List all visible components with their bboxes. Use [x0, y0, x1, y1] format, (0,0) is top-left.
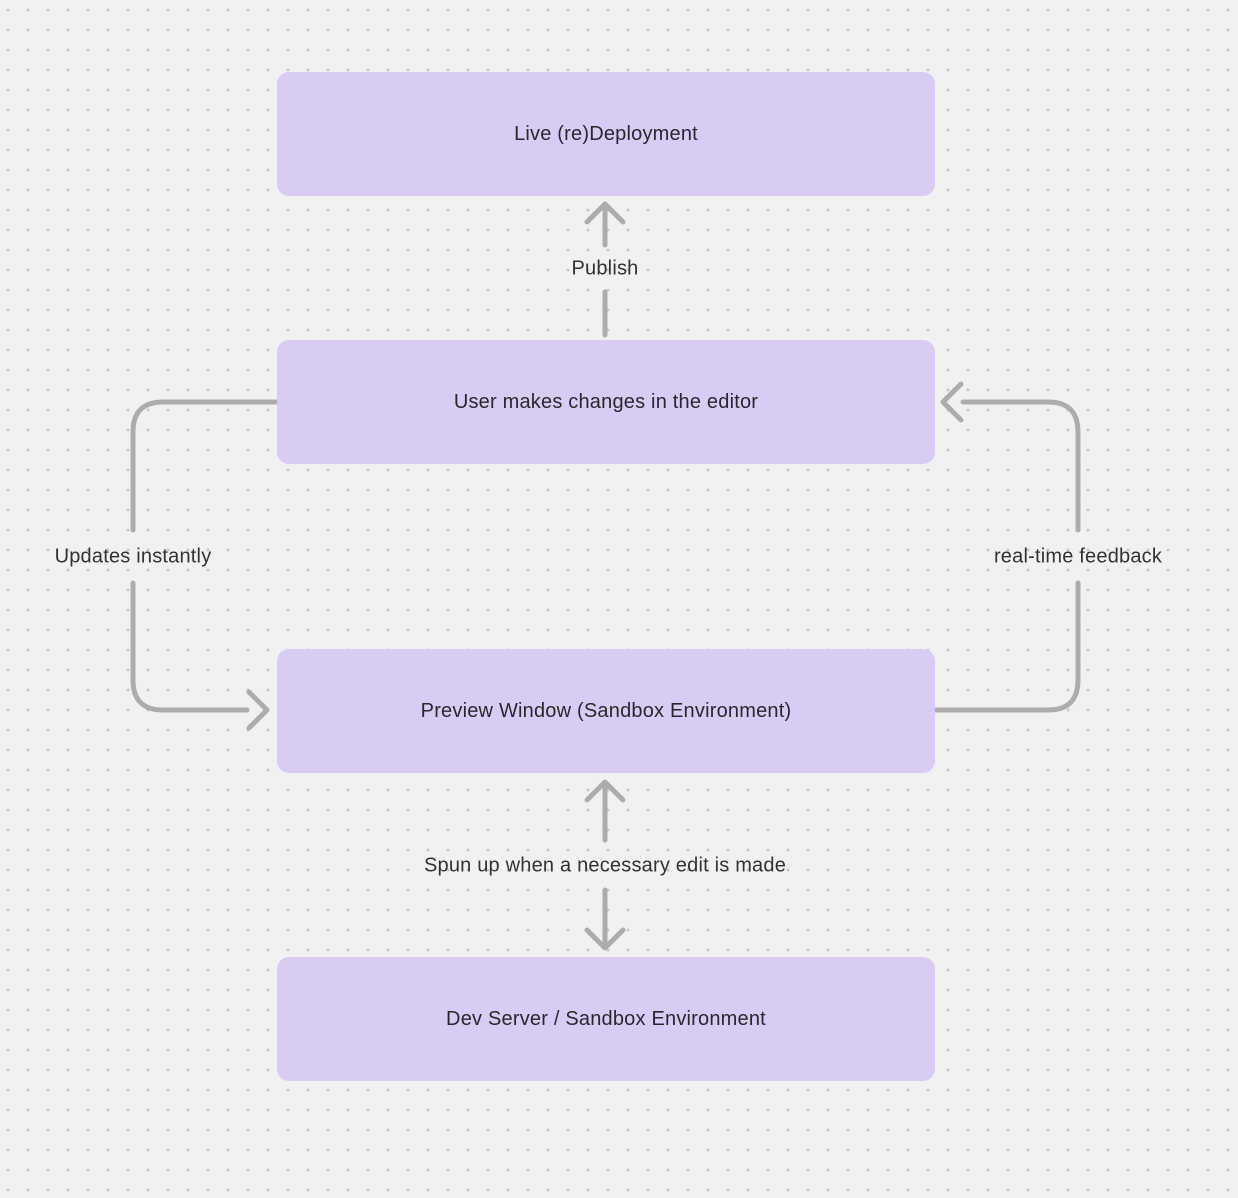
- node-live-redeployment-label: Live (re)Deployment: [514, 122, 698, 145]
- updates-instantly-arrow-upper: [130, 399, 280, 533]
- node-preview-window[interactable]: Preview Window (Sandbox Environment): [277, 649, 935, 773]
- edge-label-publish: Publish: [571, 257, 639, 280]
- real-time-feedback-arrow-upper: [960, 399, 1081, 533]
- node-live-redeployment[interactable]: Live (re)Deployment: [277, 72, 935, 196]
- edge-label-real-time-feedback: real-time feedback: [993, 545, 1163, 568]
- node-user-editor[interactable]: User makes changes in the editor: [277, 340, 935, 464]
- updates-instantly-arrow-lower: [130, 580, 250, 713]
- node-user-editor-label: User makes changes in the editor: [453, 390, 759, 413]
- updates-instantly-arrow-head-right: [246, 689, 270, 731]
- node-dev-server-label: Dev Server / Sandbox Environment: [446, 1007, 766, 1030]
- node-preview-window-label: Preview Window (Sandbox Environment): [420, 699, 792, 722]
- real-time-feedback-arrow-head-left: [940, 381, 964, 423]
- node-dev-server[interactable]: Dev Server / Sandbox Environment: [277, 957, 935, 1081]
- edge-label-updates-instantly: Updates instantly: [54, 545, 212, 568]
- real-time-feedback-arrow-lower: [932, 580, 1081, 713]
- edge-label-spun-up: Spun up when a necessary edit is made: [423, 854, 787, 877]
- spun-up-arrow-head-down: [584, 927, 626, 951]
- publish-arrow-head-up: [584, 201, 626, 225]
- spun-up-arrow-head-up: [584, 779, 626, 803]
